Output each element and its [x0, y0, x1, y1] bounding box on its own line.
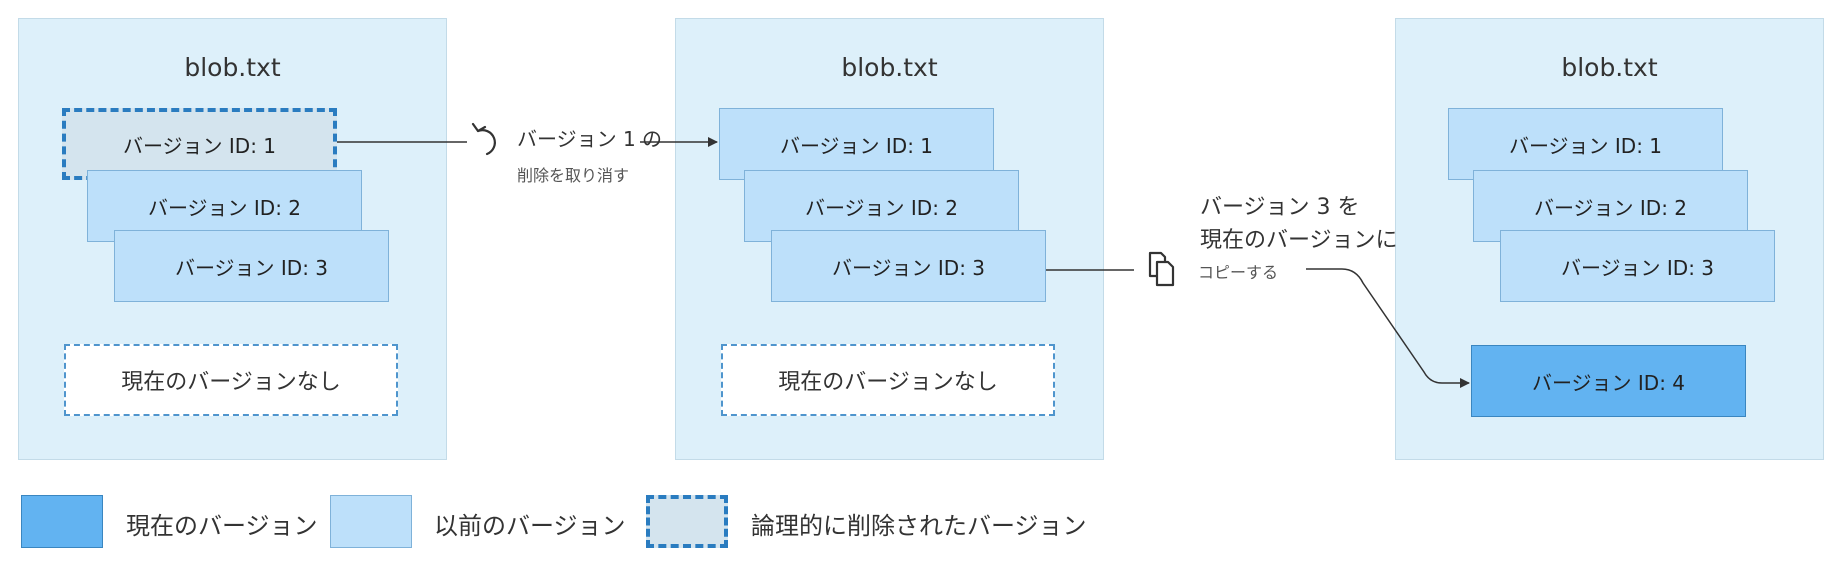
legend-swatch-deleted — [646, 495, 728, 548]
copy-icon — [1148, 251, 1175, 287]
legend-label-previous: 以前のバージョン — [434, 512, 626, 540]
panel-2-title: blob.txt — [841, 53, 938, 82]
panel-3-version-3: バージョン ID: 3 — [1500, 230, 1775, 302]
legend-swatch-current — [21, 495, 103, 548]
legend-label-deleted: 論理的に削除されたバージョン — [751, 512, 1087, 540]
panel-3-version-1: バージョン ID: 1 — [1448, 108, 1723, 180]
undelete-label-line-2: 削除を取り消す — [517, 166, 630, 185]
copy-label-line-1: バージョン 3 を — [1200, 195, 1360, 220]
panel-2-no-current-version: 現在のバージョンなし — [721, 344, 1055, 416]
legend-label-current: 現在のバージョン — [126, 512, 318, 540]
copy-label-line-2: 現在のバージョンに — [1200, 228, 1398, 253]
undo-icon — [471, 122, 496, 156]
panel-3-version-4-current: バージョン ID: 4 — [1471, 345, 1746, 417]
legend-swatch-previous — [330, 495, 412, 548]
copy-label-line-3: コピーする — [1198, 263, 1279, 282]
panel-1-version-3: バージョン ID: 3 — [114, 230, 389, 302]
panel-1-no-current-version: 現在のバージョンなし — [64, 344, 398, 416]
undelete-label-line-1: バージョン 1 の — [517, 127, 663, 151]
panel-1-title: blob.txt — [184, 53, 281, 82]
panel-2-version-1: バージョン ID: 1 — [719, 108, 994, 180]
panel-2-version-3: バージョン ID: 3 — [771, 230, 1046, 302]
panel-3-title: blob.txt — [1561, 53, 1658, 82]
